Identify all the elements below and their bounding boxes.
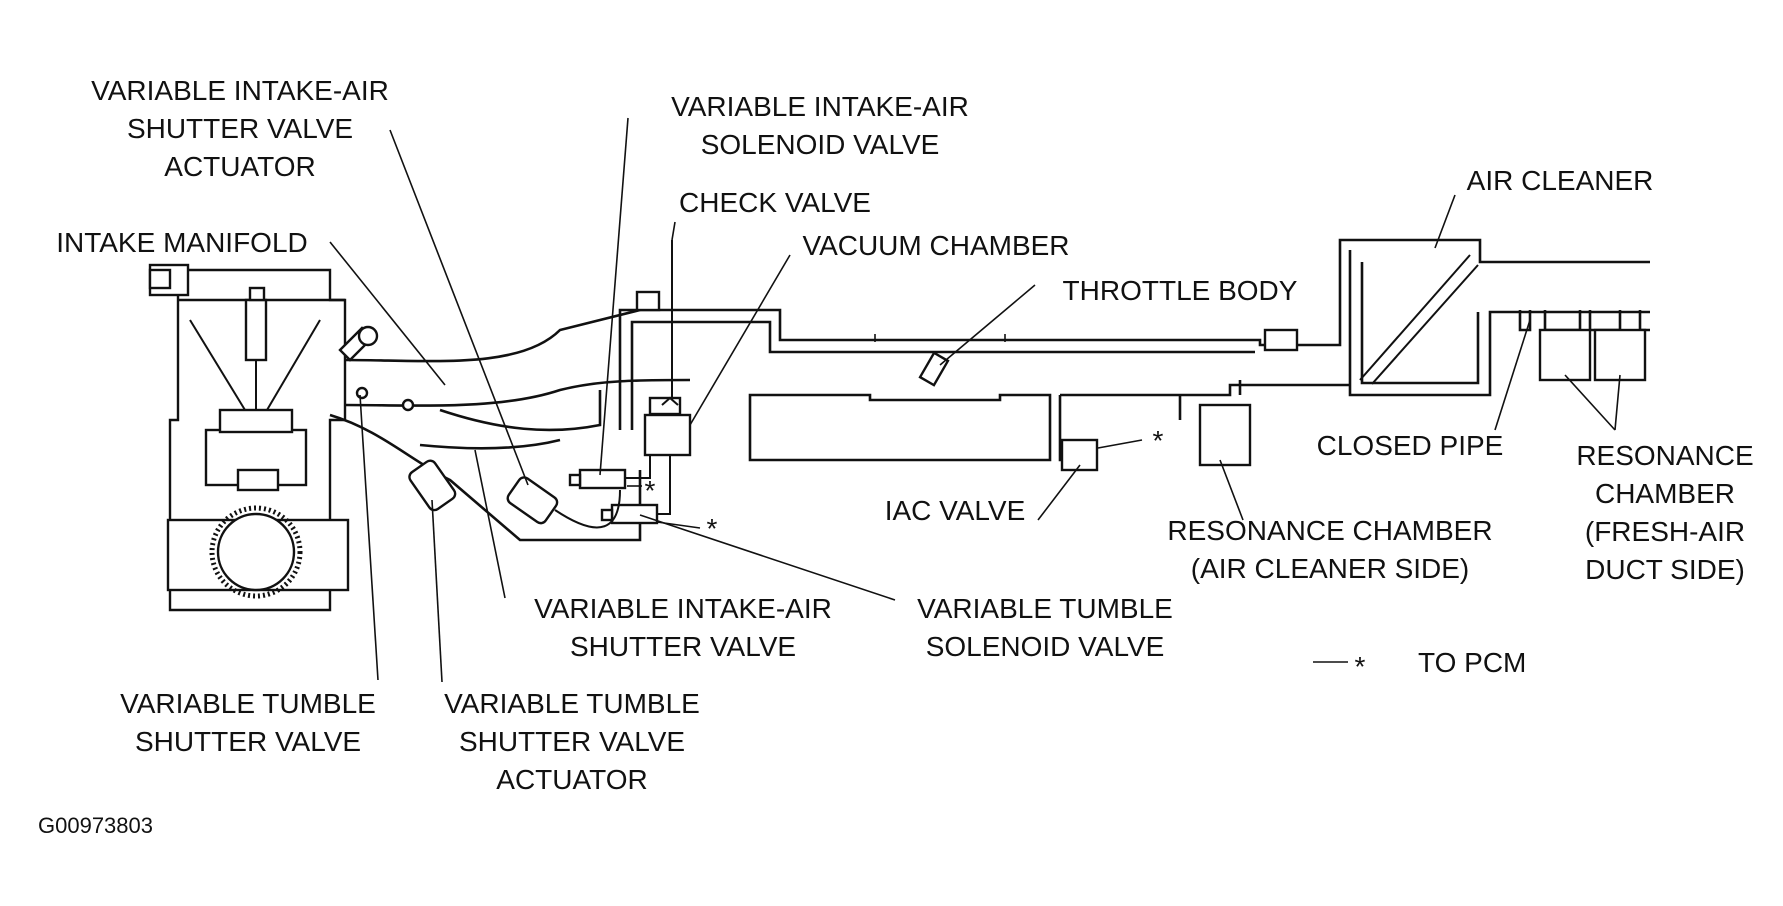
label-vacuum-chamber: VACUUM CHAMBER — [802, 230, 1069, 261]
check-valve-assembly — [643, 240, 692, 457]
pcm-asterisk-1: * — [645, 475, 656, 506]
label-intake-solenoid-1: VARIABLE INTAKE-AIR — [671, 91, 969, 122]
engine — [148, 263, 379, 612]
label-check-valve: CHECK VALVE — [679, 187, 871, 218]
label-tumble-solenoid-1: VARIABLE TUMBLE — [917, 593, 1173, 624]
label-to-pcm: TO PCM — [1418, 647, 1526, 678]
label-resonance-fresh-3: (FRESH-AIR — [1585, 516, 1745, 547]
label-tumble-actuator-2: SHUTTER VALVE — [459, 726, 685, 757]
label-shutter-actuator-1: VARIABLE INTAKE-AIR — [91, 75, 389, 106]
label-shutter-actuator-3: ACTUATOR — [164, 151, 315, 182]
label-tumble-actuator-1: VARIABLE TUMBLE — [444, 688, 700, 719]
label-iac-valve: IAC VALVE — [885, 495, 1026, 526]
label-resonance-fresh-1: RESONANCE — [1576, 440, 1753, 471]
intake-manifold — [329, 308, 691, 542]
label-shutter-actuator-2: SHUTTER VALVE — [127, 113, 353, 144]
label-closed-pipe: CLOSED PIPE — [1317, 430, 1504, 461]
label-tumble-valve-2: SHUTTER VALVE — [135, 726, 361, 757]
pcm-markers: * * * * — [645, 425, 1366, 682]
figure-code: G00973803 — [38, 813, 153, 838]
label-shutter-valve-1: VARIABLE INTAKE-AIR — [534, 593, 832, 624]
label-intake-manifold: INTAKE MANIFOLD — [56, 227, 308, 258]
leader-lines — [329, 117, 1621, 683]
pcm-asterisk-2: * — [707, 513, 718, 544]
label-tumble-valve-1: VARIABLE TUMBLE — [120, 688, 376, 719]
label-tumble-actuator-3: ACTUATOR — [496, 764, 647, 795]
label-resonance-fresh-4: DUCT SIDE) — [1585, 554, 1745, 585]
label-resonance-cleaner-1: RESONANCE CHAMBER — [1167, 515, 1492, 546]
throttle-body — [918, 351, 950, 387]
label-resonance-fresh-2: CHAMBER — [1595, 478, 1735, 509]
solenoid-valves — [568, 455, 671, 525]
label-resonance-cleaner-2: (AIR CLEANER SIDE) — [1191, 553, 1470, 584]
label-shutter-valve-2: SHUTTER VALVE — [570, 631, 796, 662]
fresh-air-duct-parts — [1518, 310, 1650, 382]
legend-asterisk: * — [1355, 651, 1366, 682]
label-intake-solenoid-2: SOLENOID VALVE — [701, 129, 940, 160]
main-air-duct — [618, 238, 1650, 430]
actuators — [408, 459, 621, 529]
label-tumble-solenoid-2: SOLENOID VALVE — [926, 631, 1165, 662]
label-air-cleaner: AIR CLEANER — [1467, 165, 1654, 196]
pcm-asterisk-3: * — [1153, 425, 1164, 456]
vacuum-chamber-duct — [748, 380, 1350, 472]
labels: VARIABLE INTAKE-AIR SHUTTER VALVE ACTUAT… — [38, 75, 1754, 838]
label-throttle-body: THROTTLE BODY — [1063, 275, 1298, 306]
